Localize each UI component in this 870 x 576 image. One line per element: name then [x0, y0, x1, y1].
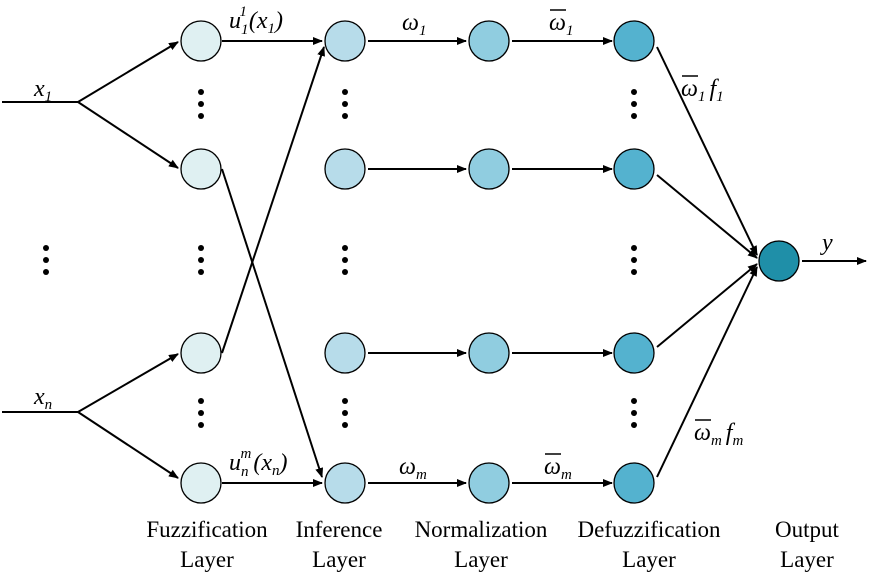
vertical-ellipsis: [198, 398, 204, 428]
vertical-ellipsis: [631, 89, 637, 119]
normalization-node: [468, 20, 510, 62]
fuzzification-node: [180, 462, 222, 504]
normalized-label-top: ω1: [549, 10, 573, 39]
vertical-ellipsis: [43, 245, 49, 275]
defuzzification-node: [613, 332, 655, 374]
layer-caption-inference: Inference: [296, 517, 383, 542]
layer-caption-defuzzification: Defuzzification: [577, 517, 721, 542]
normalization-node: [468, 148, 510, 190]
inference-layer-nodes: [324, 20, 366, 504]
input-label-xn: xn: [33, 384, 52, 413]
inference-node: [324, 148, 366, 190]
defuzzification-layer-nodes: [613, 20, 655, 504]
vertical-ellipsis: [198, 245, 204, 275]
vertical-ellipsis: [342, 89, 348, 119]
normalization-node: [468, 332, 510, 374]
layer-caption-fuzzification-sub: Layer: [180, 547, 234, 572]
inference-node: [324, 462, 366, 504]
output-layer-nodes: [758, 240, 800, 282]
vertical-ellipsis: [631, 398, 637, 428]
membership-edges: [221, 37, 325, 487]
membership-label-top: u11(x1): [229, 4, 283, 38]
inference-node: [324, 20, 366, 62]
fuzzification-node: [180, 332, 222, 374]
firing-strength-edges: [368, 37, 467, 487]
normalization-layer-nodes: [468, 20, 510, 504]
defuzzification-node: [613, 148, 655, 190]
fuzzification-layer-nodes: [180, 20, 222, 504]
layer-caption-output-sub: Layer: [780, 547, 834, 572]
normalized-label-bottom: ωm: [544, 454, 572, 483]
vertical-ellipsis: [631, 245, 637, 275]
layer-captions: Fuzzification Layer Inference Layer Norm…: [146, 517, 839, 572]
layer-caption-output: Output: [775, 517, 840, 542]
membership-label-bottom: unm(xn): [229, 446, 288, 480]
layer-caption-inference-sub: Layer: [312, 547, 366, 572]
fuzzification-node: [180, 20, 222, 62]
defuzzification-node: [613, 20, 655, 62]
layer-caption-defuzzification-sub: Layer: [622, 547, 676, 572]
fuzzification-edges: [77, 41, 179, 479]
ellipsis-dots: [43, 89, 637, 428]
output-edges: [656, 46, 867, 478]
firing-strength-label-top: ω1: [402, 10, 426, 39]
firing-strength-label-bottom: ωm: [399, 454, 427, 483]
output-node: [758, 240, 800, 282]
vertical-ellipsis: [342, 398, 348, 428]
inference-node: [324, 332, 366, 374]
normalized-edges: [512, 37, 613, 487]
input-lines: [2, 101, 78, 413]
output-label-y: y: [820, 230, 833, 256]
normalization-node: [468, 462, 510, 504]
vertical-ellipsis: [342, 245, 348, 275]
layer-caption-normalization: Normalization: [415, 517, 548, 542]
layer-caption-fuzzification: Fuzzification: [146, 517, 268, 542]
vertical-ellipsis: [198, 89, 204, 119]
layer-caption-normalization-sub: Layer: [454, 547, 508, 572]
input-label-x1: x1: [33, 76, 52, 105]
fuzzification-node: [180, 148, 222, 190]
defuzzification-node: [613, 462, 655, 504]
